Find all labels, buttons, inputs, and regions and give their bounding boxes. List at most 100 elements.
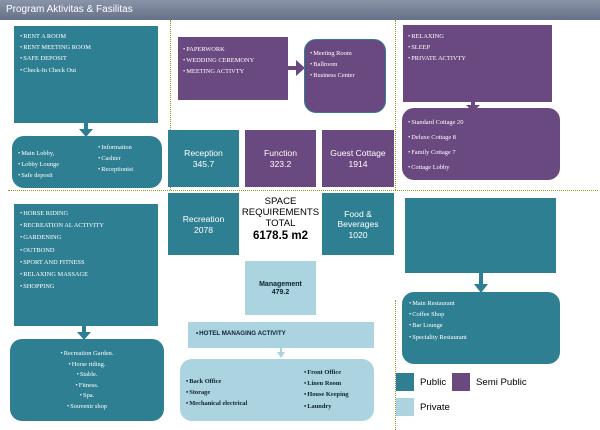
list-item: Cashier <box>98 153 133 164</box>
recreation-cell: Recreation 2078 <box>168 193 239 255</box>
cottage-facilities-box: Standard Cottage 20 Deluxe Cottage 8 Fam… <box>402 108 560 180</box>
reception-value: 345.7 <box>192 159 215 169</box>
list-item: RELAXING MASSAGE <box>20 269 152 281</box>
public-activities-list: RENT A ROOM RENT MEETING ROOM SAFE DEPOS… <box>20 31 152 76</box>
list-item: WEDDING CEREMONY <box>183 55 283 66</box>
list-item: Lobby Lounge <box>18 159 59 170</box>
legend-label-public: Public <box>420 377 447 388</box>
food-facilities-box: Main Restaurant Coffee Shop Bar Lounge S… <box>402 292 560 364</box>
list-item: MEETING ACTIVTY <box>183 66 283 77</box>
list-item: Souvenir shop <box>14 402 160 413</box>
list-item: Safe deposit <box>18 170 59 181</box>
list-item: Mechanical electrical <box>186 398 247 409</box>
lobby-facilities-left: Main Lobby, Lobby Lounge Safe deposit <box>18 148 59 182</box>
list-item: Stable. <box>14 370 160 381</box>
list-item: Speciality Restaurant <box>409 332 553 343</box>
management-activity-list: HOTEL MANAGING ACTIVITY <box>196 328 366 339</box>
list-item: SPORT AND FITNESS <box>20 257 152 269</box>
list-item: Information <box>98 142 133 153</box>
function-label: Function <box>264 148 297 158</box>
recreation-label: Recreation <box>182 213 225 224</box>
management-facilities-left: Back Office Storage Mechanical electrica… <box>186 376 247 410</box>
food-cell: Food & Beverages 1020 <box>322 193 394 255</box>
title-bar: Program Aktivitas & Fasilitas <box>0 0 600 20</box>
list-item: Check-In Check Out <box>20 65 152 76</box>
separator-h-1 <box>8 190 598 191</box>
page-title: Program Aktivitas & Fasilitas <box>6 4 133 15</box>
food-label: Food & Beverages <box>337 208 379 229</box>
legend-swatch-private <box>396 398 414 416</box>
list-item: Cottage Lobby <box>408 160 554 175</box>
management-activity-box: HOTEL MANAGING ACTIVITY <box>188 322 374 348</box>
legend-label-private: Private <box>420 402 450 413</box>
list-item: Main Restaurant <box>409 298 553 309</box>
function-facilities-list: Meeting Room Ballroom Business Center <box>310 48 380 82</box>
arrow-down-icon <box>474 272 488 293</box>
function-facilities-box: Meeting Room Ballroom Business Center <box>304 39 386 113</box>
recreation-facilities-list: Recreation Garden. Horse riding. Stable.… <box>14 349 160 413</box>
list-item: Back Office <box>186 376 247 387</box>
list-item: Storage <box>186 387 247 398</box>
management-value: 479.2 <box>271 288 290 296</box>
guest-cottage-label: Guest Cottage <box>330 148 386 158</box>
list-item: HORSE RIDING <box>20 208 152 220</box>
list-item: Recreation Garden. <box>14 349 160 360</box>
list-item: Spa. <box>14 391 160 402</box>
list-item: Fitness. <box>14 381 160 392</box>
reception-cell: Reception 345.7 <box>168 130 239 187</box>
recreation-activities-list: HORSE RIDING RECREATION AL ACTIVITY GARD… <box>20 208 152 293</box>
legend-swatch-semi-public <box>452 373 470 391</box>
cottage-activities-list: RELAXING SLEEP PRIVATE ACTIVTY <box>408 31 547 65</box>
arrow-down-icon <box>77 325 91 340</box>
list-item: RELAXING <box>408 31 547 42</box>
list-item: Bar Lounge <box>409 320 553 331</box>
legend-swatch-public <box>396 373 414 391</box>
food-value: 1020 <box>348 229 368 240</box>
list-item: PRIVATE ACTIVTY <box>408 53 547 64</box>
total-line-1: SPACE <box>264 196 297 207</box>
list-item: Laundry <box>304 401 349 412</box>
legend-label-semi-public: Semi Public <box>476 377 527 388</box>
separator-v-3 <box>395 300 396 430</box>
list-item: HOTEL MANAGING ACTIVITY <box>196 328 366 339</box>
list-item: Family Cottage 7 <box>408 145 554 160</box>
list-item: OUTBOND <box>20 245 152 257</box>
management-cell: Management 479.2 <box>245 261 316 315</box>
list-item: Deluxe Cottage 8 <box>408 130 554 145</box>
function-activities-list: PAPERWORK WEDDING CEREMONY MEETING ACTIV… <box>183 44 283 78</box>
arrow-down-icon <box>277 347 285 358</box>
list-item: Coffee Shop <box>409 309 553 320</box>
list-item: Business Center <box>310 70 380 81</box>
list-item: House Keeping <box>304 389 348 400</box>
separator-v-1 <box>170 20 171 190</box>
recreation-activities-box: HORSE RIDING RECREATION AL ACTIVITY GARD… <box>14 204 158 326</box>
list-item: RENT A ROOM <box>20 31 152 42</box>
list-item: Ballroom <box>310 59 380 70</box>
list-item: RECREATION AL ACTIVITY <box>20 220 152 232</box>
cottage-activities-box: RELAXING SLEEP PRIVATE ACTIVTY <box>403 25 552 102</box>
list-item: Main Lobby, <box>18 148 59 159</box>
function-value: 323.2 <box>269 159 292 169</box>
list-item: Linen Room <box>304 378 349 389</box>
recreation-facilities-box: Recreation Garden. Horse riding. Stable.… <box>10 339 164 421</box>
function-activities-box: PAPERWORK WEDDING CEREMONY MEETING ACTIV… <box>178 37 288 100</box>
food-facilities-list: Main Restaurant Coffee Shop Bar Lounge S… <box>409 298 553 343</box>
total-value: 6178.5 m2 <box>253 230 308 242</box>
space-total: SPACE REQUIREMENTS TOTAL 6178.5 m2 <box>239 196 322 256</box>
guest-cottage-cell: Guest Cottage 1914 <box>322 130 394 187</box>
reception-label: Reception <box>184 148 223 158</box>
function-cell: Function 323.2 <box>245 130 316 187</box>
recreation-value: 2078 <box>193 224 214 235</box>
separator-v-2 <box>395 20 396 190</box>
public-activities-box: RENT A ROOM RENT MEETING ROOM SAFE DEPOS… <box>14 26 158 123</box>
management-label: Management <box>259 280 302 288</box>
list-item: Receptionist <box>98 164 133 175</box>
list-item: SHOPPING <box>20 281 152 293</box>
arrow-down-icon <box>79 122 93 137</box>
list-item: Standard Cottage 20 <box>408 115 554 130</box>
list-item: Front Office <box>304 367 349 378</box>
list-item: PAPERWORK <box>183 44 283 55</box>
total-line-2: REQUIREMENTS <box>241 207 320 218</box>
list-item: GARDENING <box>20 232 152 244</box>
total-line-3: TOTAL <box>265 218 296 229</box>
